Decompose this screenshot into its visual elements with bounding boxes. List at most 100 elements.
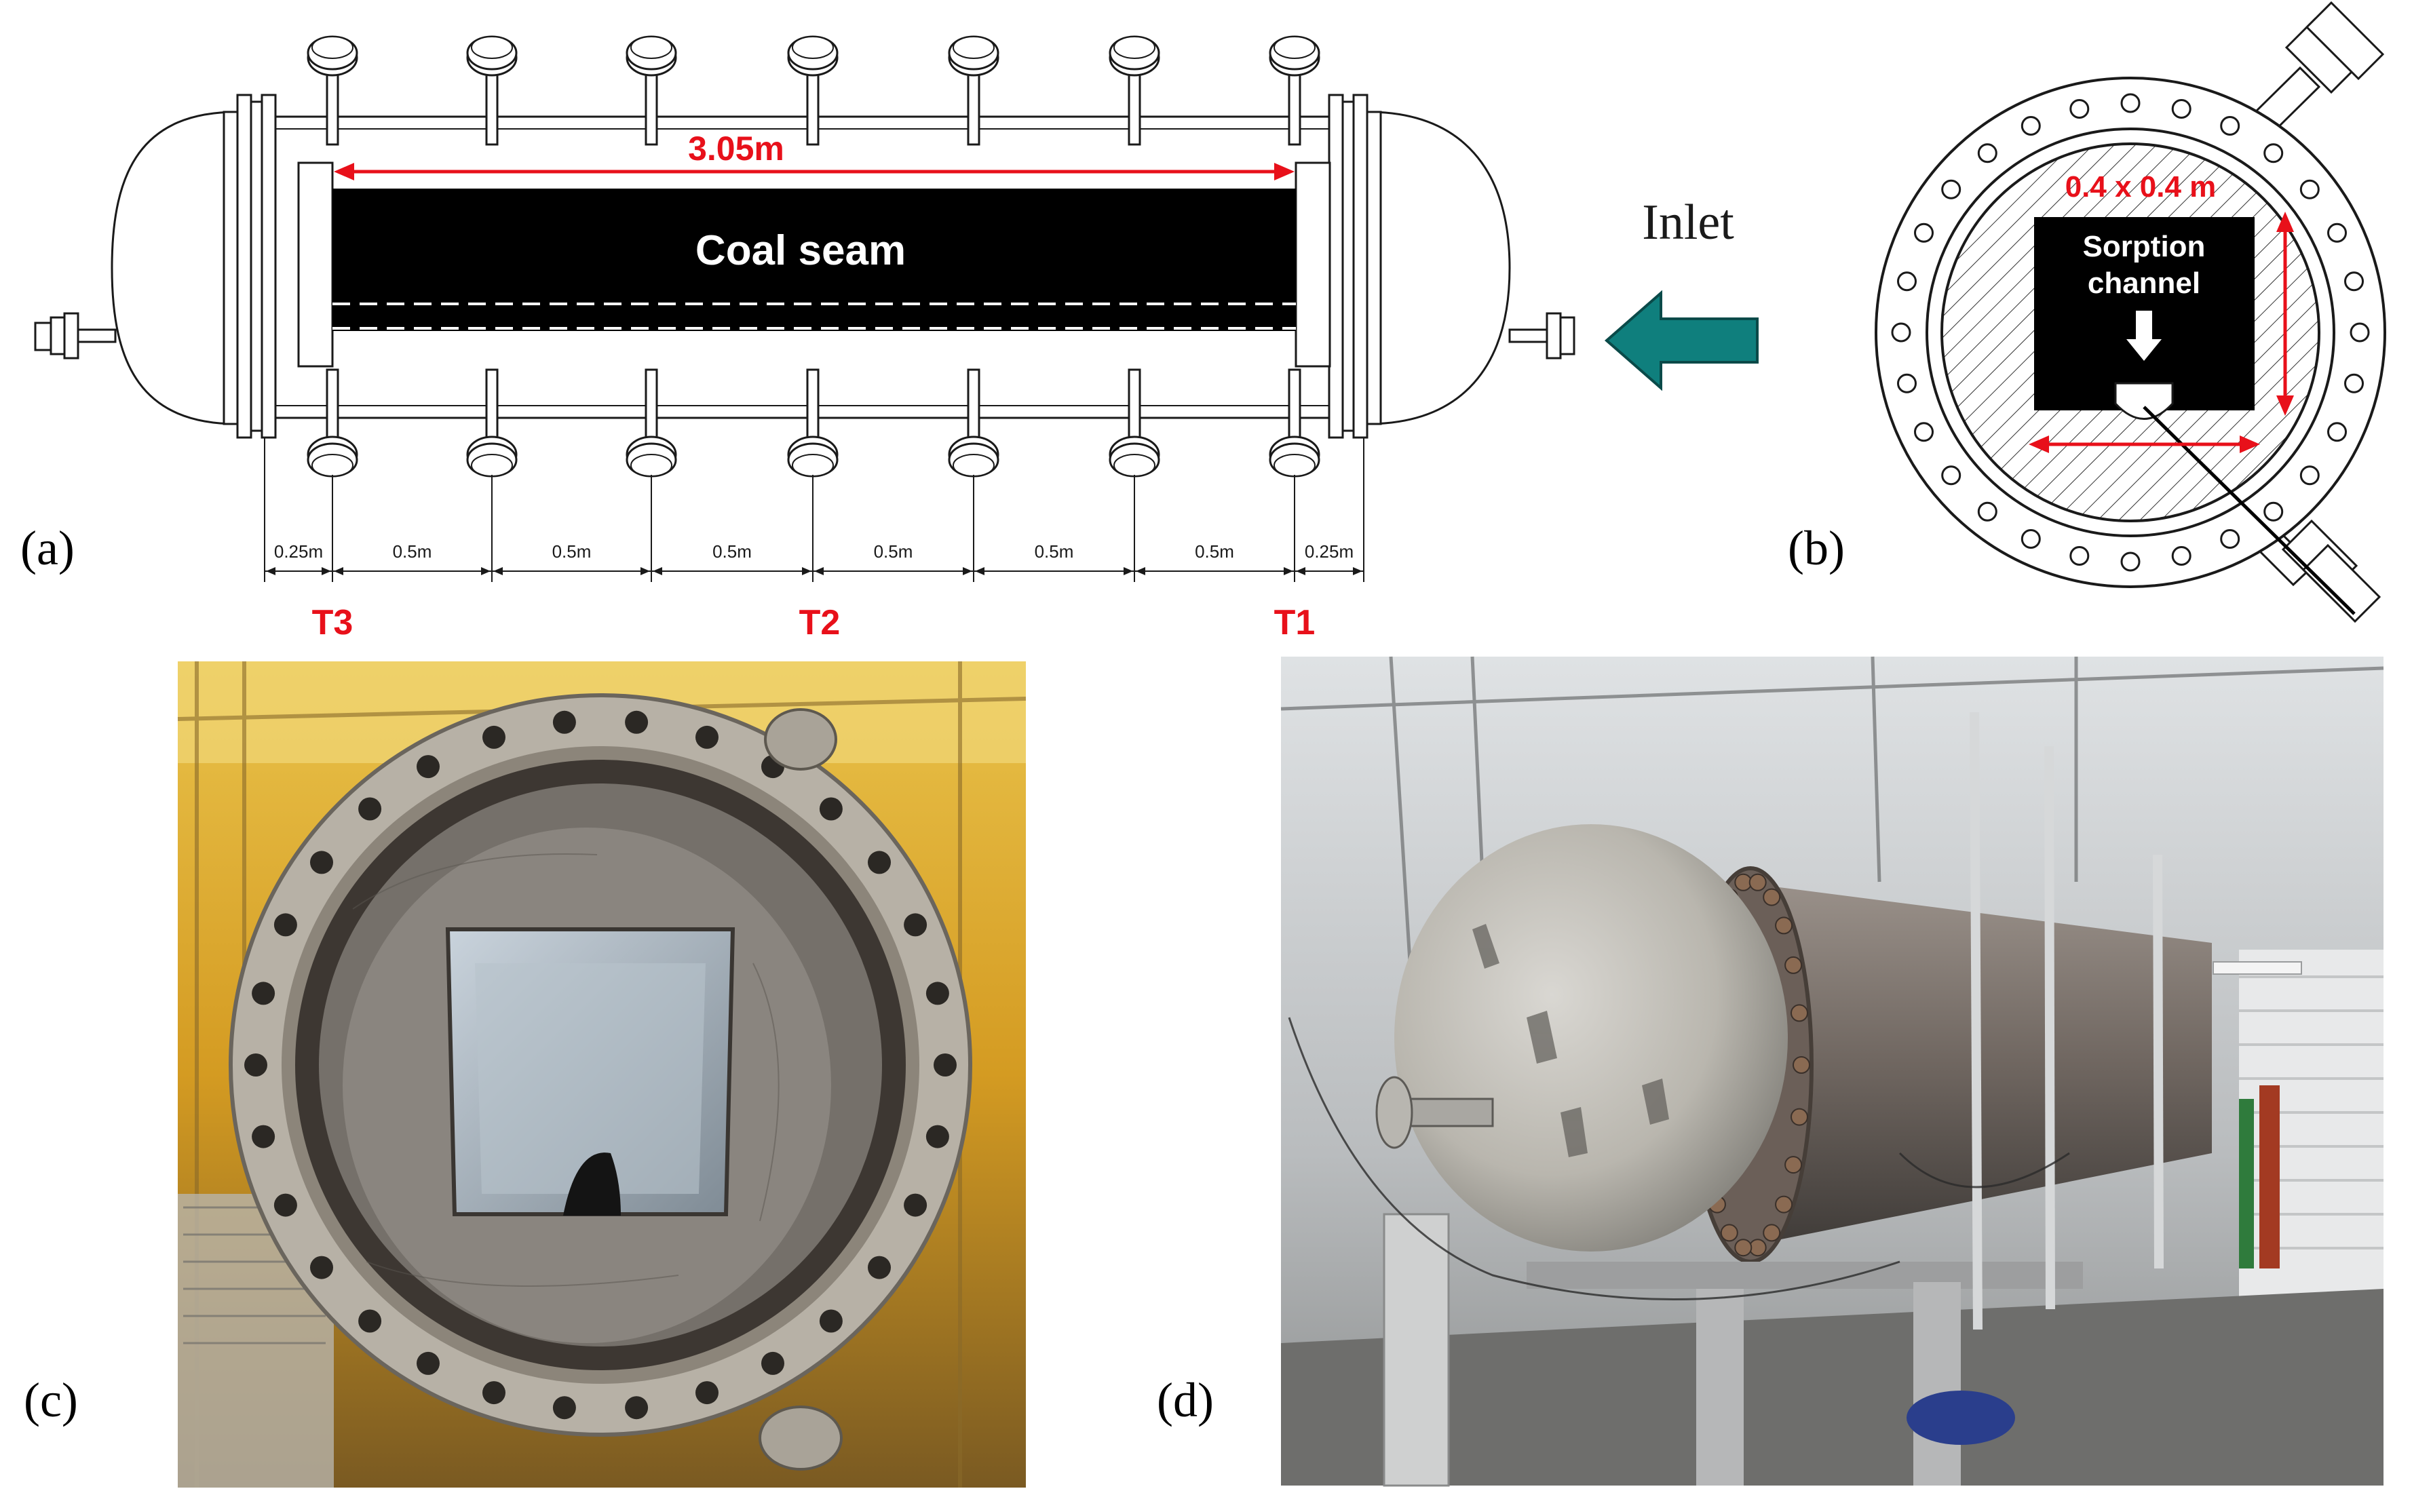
photo-bolt — [417, 1351, 440, 1375]
sensor-line — [2143, 406, 2356, 615]
bolt-hole — [2350, 322, 2370, 343]
segment-label-6: 0.5m — [1035, 541, 1074, 562]
panel-b: Sorption channel 0.4 x 0.4 m (b) — [1788, 1, 2386, 623]
segment-label-1: 0.25m — [274, 541, 323, 562]
panel-d-photo: (d) — [1157, 656, 2384, 1487]
photo-bolt — [761, 1351, 784, 1375]
photo-bolt — [252, 982, 275, 1005]
bolt-hole — [1897, 373, 1917, 393]
bolt-hole — [1977, 143, 1997, 163]
photo-bolt — [482, 725, 505, 749]
photo-bolt — [1784, 956, 1803, 974]
left-flange — [236, 94, 252, 439]
right-nozzle — [1508, 312, 1575, 360]
photo-bolt — [273, 1193, 297, 1217]
bolt-hole — [1914, 222, 1934, 243]
bolt-hole — [2069, 546, 2090, 566]
photo-bolt — [904, 913, 927, 937]
bolt-hole — [2171, 99, 2191, 119]
bolt-hole — [2220, 116, 2240, 136]
bolt-hole — [1891, 322, 1911, 343]
photo-bolt — [625, 1396, 649, 1420]
bolt-hole — [2021, 529, 2041, 549]
bottom-port-2 — [466, 368, 518, 478]
bolt-hole — [2327, 222, 2347, 243]
bolt-hole — [2021, 116, 2041, 136]
photo-bolts — [244, 710, 957, 1420]
channel-size-label: 0.4 x 0.4 m — [2065, 170, 2217, 203]
bottom-port-5 — [948, 368, 999, 478]
bolt-hole — [2120, 551, 2141, 572]
photo-bolt — [1791, 1004, 1808, 1022]
bottom-port-1 — [307, 368, 358, 478]
right-flange — [1352, 94, 1368, 439]
photo-bolt — [273, 913, 297, 937]
bolt-hole — [2120, 93, 2141, 113]
photo-bolt — [868, 851, 891, 874]
top-port-5 — [948, 35, 999, 146]
photo-bolt — [1791, 1108, 1808, 1126]
panel-c-label: (c) — [24, 1373, 78, 1427]
panel-b-label: (b) — [1788, 521, 1845, 575]
bolt-hole — [2263, 501, 2284, 522]
bolt-hole — [2344, 373, 2364, 393]
photo-bolt — [1748, 873, 1767, 891]
inlet-arrow-icon — [1604, 290, 1759, 391]
bolt-hole — [2171, 546, 2191, 566]
bolt-hole — [1941, 179, 1961, 199]
right-dome — [1366, 111, 1511, 425]
photo-bolt — [417, 755, 440, 779]
channel-line2: channel — [2088, 267, 2200, 300]
bolt-hole — [2220, 529, 2240, 549]
photo-bolt — [552, 710, 576, 734]
bolt-holes — [1891, 93, 2370, 572]
coal-seam-label: Coal seam — [695, 227, 906, 274]
photo-bolt — [934, 1053, 957, 1077]
photo-bolt — [482, 1381, 505, 1405]
photo-bolt — [1720, 1224, 1738, 1242]
photo-bolt — [244, 1053, 267, 1077]
photo-bolt — [552, 1396, 576, 1420]
bottom-port-3 — [626, 368, 677, 478]
panel-a-label: (a) — [20, 521, 75, 575]
coal-seam — [332, 189, 1296, 331]
photo-bolt — [904, 1193, 927, 1217]
segment-label-8: 0.25m — [1305, 541, 1354, 562]
photo-bolt — [625, 710, 649, 734]
channel-line1: Sorption — [2083, 230, 2206, 263]
top-port-3 — [626, 35, 677, 146]
photo-bolt — [1775, 916, 1793, 935]
top-ports — [307, 35, 1320, 146]
sensor-port — [2114, 382, 2174, 420]
segment-label-4: 0.5m — [712, 541, 752, 562]
photo-bolt — [819, 1309, 843, 1333]
photo-bolt — [925, 982, 949, 1005]
bolt-hole — [1941, 465, 1961, 486]
bolt-hole — [2299, 179, 2320, 199]
photo-bolt — [1775, 1195, 1793, 1214]
photo-bolt — [1763, 1224, 1781, 1242]
photo-bolt — [1793, 1056, 1810, 1074]
station-t3: T3 — [312, 603, 353, 642]
bolt-hole — [1977, 501, 1997, 522]
bottom-port-6 — [1109, 368, 1160, 478]
top-port-1 — [307, 35, 358, 146]
inlet-label: Inlet — [1642, 195, 1734, 250]
bolt-hole — [2263, 143, 2284, 163]
top-port-6 — [1109, 35, 1160, 146]
left-dome — [111, 111, 238, 425]
photo-bolt — [695, 1381, 719, 1405]
photo-bolt — [310, 1256, 333, 1279]
panel-d-label: (d) — [1157, 1373, 1214, 1427]
bolt-hole — [2299, 465, 2320, 486]
down-arrow-icon — [2126, 311, 2162, 361]
photo-bolt — [695, 725, 719, 749]
segment-label-3: 0.5m — [552, 541, 592, 562]
segment-label-5: 0.5m — [874, 541, 913, 562]
photo-bolt — [358, 1309, 382, 1333]
bolt-hole — [1914, 422, 1934, 442]
bolt-hole — [1897, 271, 1917, 292]
top-port-7 — [1269, 35, 1320, 146]
